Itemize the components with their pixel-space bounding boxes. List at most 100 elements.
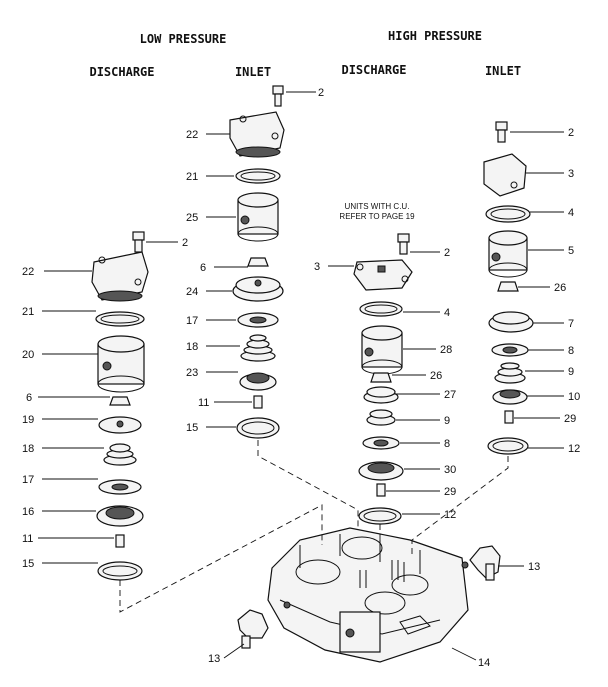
bolt-part (272, 85, 284, 107)
lp-inlet-stack (229, 85, 285, 439)
assembly-line-hp-inlet (411, 456, 509, 556)
header-high-pressure: HIGH PRESSURE (388, 29, 482, 43)
nut-part (497, 281, 519, 292)
callout: 13 (528, 561, 540, 573)
callout: 10 (568, 391, 580, 403)
callout: 7 (568, 318, 574, 330)
elbow-fitting-right (469, 545, 501, 581)
callout: 22 (186, 129, 198, 141)
valve-seat-part (239, 372, 277, 391)
valve-plate-part (232, 276, 284, 302)
callout: 14 (478, 657, 490, 669)
valve-cover-part (483, 153, 527, 197)
callout: 3 (314, 261, 320, 273)
callout: 21 (22, 306, 34, 318)
note-line-2: REFER TO PAGE 19 (339, 212, 415, 221)
callout: 5 (568, 245, 574, 257)
valve-cover-part (91, 251, 149, 302)
callouts-base: 13 13 14 (208, 561, 540, 669)
screw-part (376, 483, 386, 497)
valve-cage-part (97, 335, 145, 393)
callouts-lp-inlet: 2 22 21 25 6 24 17 18 23 11 15 (186, 87, 324, 434)
callout: 27 (444, 389, 456, 401)
callout: 3 (568, 168, 574, 180)
assembly-line-lp-inlet (257, 440, 359, 530)
header-lp-inlet: INLET (235, 65, 271, 79)
callout: 9 (568, 366, 574, 378)
hp-inlet-stack (483, 121, 534, 455)
callout: 22 (22, 266, 34, 278)
bolt-part (495, 121, 508, 143)
spring-part (103, 443, 137, 466)
callout: 9 (444, 415, 450, 427)
nut-part (247, 257, 269, 267)
assembly-line-lp-discharge (119, 504, 323, 613)
callout: 18 (22, 443, 34, 455)
callout: 30 (444, 464, 456, 476)
nut-part (109, 396, 131, 406)
valve-cage-part (361, 325, 403, 375)
callout: 12 (568, 443, 580, 455)
nut-part (370, 372, 392, 383)
callout: 24 (186, 286, 198, 298)
elbow-fitting-left (237, 609, 269, 649)
valve-cover-part (229, 111, 285, 158)
gasket-part (236, 417, 280, 439)
callout: 15 (22, 558, 34, 570)
callout: 17 (186, 315, 198, 327)
callout: 18 (186, 341, 198, 353)
header-low-pressure: LOW PRESSURE (140, 32, 227, 46)
callout: 6 (26, 392, 32, 404)
callouts-hp-discharge: 2 3 4 28 26 27 9 8 30 29 12 (314, 247, 456, 521)
callout: 29 (564, 413, 576, 425)
callout: 28 (440, 344, 452, 356)
note-line-1: UNITS WITH C.U. (345, 202, 410, 211)
valve-seat-part (358, 461, 404, 481)
valve-seat-part (492, 389, 528, 405)
spring-part (494, 362, 526, 384)
valve-cage-part (488, 230, 528, 278)
header-hp-discharge: DISCHARGE (341, 63, 406, 77)
callout: 11 (22, 533, 33, 545)
callout: 17 (22, 474, 34, 486)
callout: 4 (568, 207, 574, 219)
gasket-part (487, 437, 529, 455)
callouts-hp-inlet: 2 3 4 5 26 7 8 9 10 29 12 (554, 127, 580, 455)
callout: 20 (22, 349, 34, 361)
callout: 2 (444, 247, 450, 259)
leader-lines (38, 91, 564, 661)
screw-part (115, 534, 125, 548)
callout: 26 (554, 282, 566, 294)
callout: 29 (444, 486, 456, 498)
callout: 23 (186, 367, 198, 379)
gasket-part (358, 507, 402, 525)
gasket-part (97, 561, 143, 581)
callout: 16 (22, 506, 34, 518)
callout: 2 (182, 237, 188, 249)
valve-seat-part (96, 505, 144, 527)
callout: 25 (186, 212, 198, 224)
callout: 19 (22, 414, 34, 426)
header-lp-discharge: DISCHARGE (89, 65, 154, 79)
header-hp-inlet: INLET (485, 64, 521, 78)
callout: 21 (186, 171, 198, 183)
callout: 26 (430, 370, 442, 382)
o-ring-part (95, 311, 145, 327)
callout: 2 (318, 87, 324, 99)
callout: 13 (208, 653, 220, 665)
screw-part (504, 410, 514, 424)
callout: 12 (444, 509, 456, 521)
valve-plate-part (98, 416, 142, 434)
bolt-part (397, 233, 410, 255)
valve-plate-part (363, 386, 399, 404)
callout: 6 (200, 262, 206, 274)
hp-discharge-stack (353, 233, 413, 525)
screw-part (253, 395, 263, 409)
callout: 11 (198, 397, 209, 409)
valve-cage-part (237, 192, 279, 242)
o-ring-part (235, 168, 281, 184)
o-ring-part (485, 205, 531, 223)
callout: 15 (186, 422, 198, 434)
